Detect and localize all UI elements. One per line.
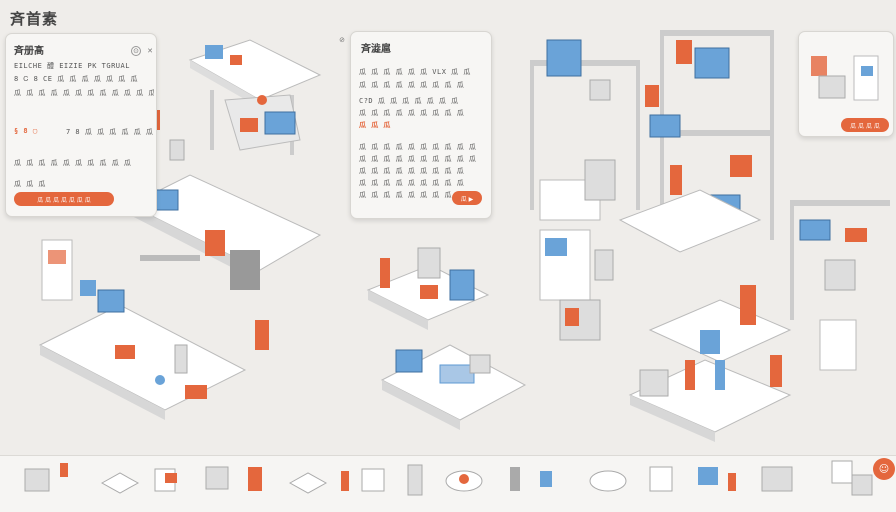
card-next-button[interactable]: 瓜 ▶	[452, 191, 482, 205]
thumbnail-icons	[24, 460, 873, 496]
isometric-lab-scenes	[38, 30, 890, 442]
lab-scene-tower	[530, 30, 774, 253]
equipment-preview	[811, 55, 879, 101]
thumbnail-7[interactable]	[341, 468, 385, 492]
card-line-1: 瓜 瓜 瓜 瓜 瓜 瓜 VLX 瓜 瓜	[359, 68, 471, 76]
lab-scene-bottom-right	[539, 200, 890, 442]
card-title: 斉澁扈	[361, 44, 391, 55]
info-card-center: ⊘ 斉澁扈 瓜 瓜 瓜 瓜 瓜 瓜 VLX 瓜 瓜 瓜 瓜 瓜 瓜 瓜 瓜 瓜 …	[339, 31, 492, 219]
info-icon[interactable]: ⊙	[131, 46, 141, 56]
thumbnail-1[interactable]	[24, 463, 68, 492]
info-card-right: 瓜 瓜 瓜 瓜	[798, 31, 894, 137]
card-line-2: 瓜 瓜 瓜 瓜 瓜 瓜 瓜 瓜 瓜	[359, 81, 465, 89]
lab-icon: ⊘	[339, 36, 345, 44]
info-card-left: 斉册髙 ⊙ ✕ EILCHE 醴 EIZIE PK TGRUAL 8 Ꮯ 8 C…	[5, 33, 157, 217]
card-line-3: C?D 瓜 瓜 瓜 瓜 瓜 瓜 瓜	[359, 97, 459, 105]
lab-scene-center	[366, 247, 527, 430]
thumbnail-14[interactable]	[761, 466, 793, 492]
card-line-3: 瓜 瓜 瓜 瓜 瓜 瓜 瓜 瓜 瓜 瓜 瓜 瓜	[14, 89, 154, 97]
lab-scene-bottom-left	[38, 239, 247, 420]
card-action-button[interactable]: 瓜 瓜 瓜 瓜 瓜 瓜 瓜	[14, 192, 114, 206]
lab-scene-workstation	[128, 174, 322, 350]
thumbnail-13[interactable]	[698, 467, 736, 491]
card-line-7: 瓜 瓜 瓜 瓜 瓜 瓜 瓜 瓜 瓜	[359, 167, 465, 175]
thumbnail-3[interactable]	[154, 468, 177, 492]
thumbnail-11[interactable]	[589, 470, 627, 492]
card-line-6: 瓜 瓜 瓜 瓜 瓜 瓜 瓜 瓜 瓜 瓜	[359, 155, 477, 163]
thumbnail-9[interactable]	[445, 470, 483, 492]
thumbnail-10[interactable]	[510, 467, 552, 491]
close-icon[interactable]: ✕	[147, 47, 153, 55]
card-line-1: EILCHE 醴 EIZIE PK TGRUAL	[14, 62, 130, 70]
card-action-button[interactable]: 瓜 瓜 瓜 瓜	[841, 118, 889, 132]
card-line-5: 瓜 瓜 瓜	[14, 180, 46, 188]
round-action-button[interactable]: ☺	[873, 458, 895, 480]
thumbnail-15[interactable]	[831, 460, 873, 496]
card-line-2: 8 Ꮯ 8 CE 瓜 瓜 瓜 瓜 瓜 瓜 瓜	[14, 75, 138, 83]
app-title: 斉首素	[10, 10, 59, 28]
thumbnail-5[interactable]	[248, 467, 262, 491]
card-line-9: 瓜 瓜 瓜 瓜 瓜 瓜 瓜 瓜	[359, 191, 453, 199]
card-line-8: 瓜 瓜 瓜 瓜 瓜 瓜 瓜 瓜 瓜	[359, 179, 465, 187]
thumbnail-6[interactable]	[288, 472, 328, 494]
card-tag-2: 7 8 瓜 瓜 瓜 瓜 瓜 瓜	[66, 128, 154, 136]
thumbnail-8[interactable]	[407, 464, 423, 496]
lab-scene-top-left	[150, 39, 322, 161]
card-line-4: 瓜 瓜 瓜 瓜 瓜 瓜 瓜 瓜 瓜	[359, 109, 465, 117]
card-title: 斉册髙	[14, 46, 44, 57]
thumbnail-12[interactable]	[649, 466, 673, 492]
thumbnail-4[interactable]	[205, 466, 229, 490]
card-tag: § 8 ▢	[14, 127, 38, 135]
thumbnail-2[interactable]	[100, 472, 140, 494]
card-line-5: 瓜 瓜 瓜 瓜 瓜 瓜 瓜 瓜 瓜 瓜	[359, 143, 477, 151]
card-line-4: 瓜 瓜 瓜 瓜 瓜 瓜 瓜 瓜 瓜 瓜	[14, 159, 132, 167]
card-tag: 瓜 瓜 瓜	[359, 121, 391, 129]
